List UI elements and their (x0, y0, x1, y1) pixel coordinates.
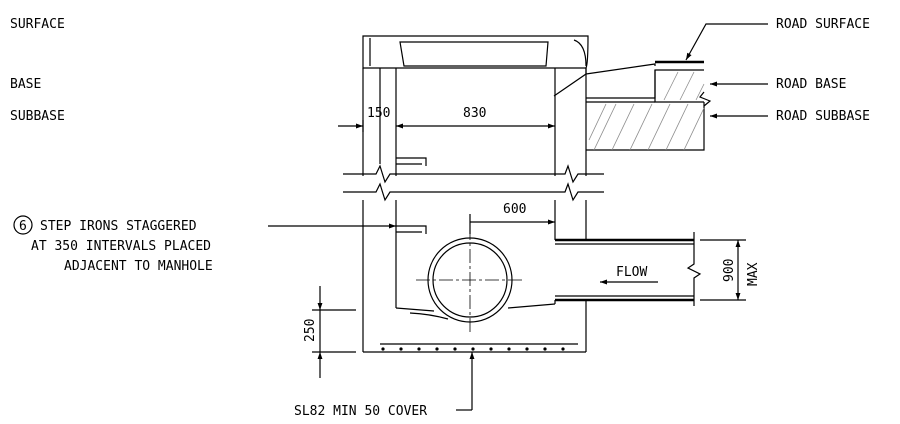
pipe-section (416, 226, 524, 334)
road-base-label: ROAD BASE (776, 77, 846, 92)
opening-dimension-label: 830 (463, 106, 486, 121)
pipe-height-dimension (700, 239, 746, 301)
road-surface-leader (685, 23, 768, 61)
pipe-height-note: MAX (746, 262, 761, 286)
flow-label: FLOW (616, 265, 647, 280)
chamber-walls-lower (362, 200, 587, 353)
step-note-line3: ADJACENT TO MANHOLE (64, 259, 213, 274)
pipe-offset-label: 600 (503, 202, 526, 217)
rebar-mesh (380, 343, 578, 351)
step-note-line2: AT 350 INTERVALS PLACED (31, 239, 211, 254)
step-note-marker: 6 (19, 219, 27, 234)
left-surface-label: SURFACE (10, 17, 65, 32)
road-surface-label: ROAD SURFACE (776, 17, 870, 32)
outlet-pipe (555, 232, 702, 306)
shaft-break-lines (343, 164, 604, 202)
step-note-line1: STEP IRONS STAGGERED (40, 219, 197, 234)
wall-dimension-label: 150 (367, 106, 390, 121)
base-thickness-label: 250 (303, 319, 318, 342)
manhole-frame (362, 35, 589, 164)
rebar-note-label: SL82 MIN 50 COVER (294, 404, 427, 419)
step-iron-upper (396, 157, 427, 166)
step-note-marker-circle (13, 215, 33, 235)
width-dimension (338, 120, 555, 132)
left-subbase-label: SUBBASE (10, 109, 65, 124)
pipe-offset-dimension (469, 214, 555, 234)
pipe-height-label: 900 (722, 259, 737, 282)
step-iron-lower (396, 225, 427, 234)
base-thickness-dimension (312, 286, 356, 378)
road-subbase-label: ROAD SUBBASE (776, 109, 870, 124)
left-base-label: BASE (10, 77, 41, 92)
chamber-walls-upper (362, 68, 587, 176)
road-layers (585, 60, 712, 151)
